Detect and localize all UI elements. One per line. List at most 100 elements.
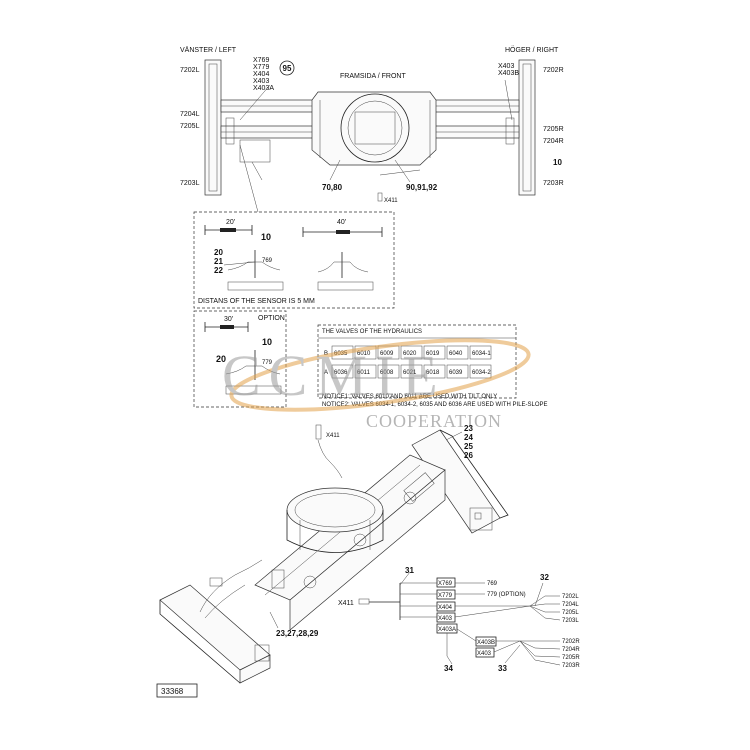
- valve-cell: [469, 364, 492, 379]
- leader-line: [534, 582, 544, 607]
- cable-harness: [204, 584, 246, 619]
- label-10: 10: [553, 158, 562, 167]
- sensor-base: [225, 385, 282, 395]
- figure-id: 33368: [161, 687, 184, 696]
- right-header: HÖGER / RIGHT: [505, 46, 559, 54]
- label-90-91-92: 90,91,92: [406, 183, 438, 192]
- out-7205l: 7205L: [562, 610, 579, 616]
- leader-line: [223, 261, 256, 266]
- connector-x403-b-label: X403: [477, 651, 492, 657]
- out-7204l: 7204L: [562, 602, 579, 608]
- x411-plug-icon: [358, 598, 370, 605]
- connector-x403b-label: X403B: [477, 640, 495, 646]
- code-x404: X404: [253, 71, 269, 78]
- right-bracket: [505, 117, 515, 145]
- valve-table-title: THE VALVES OF THE HYDRAULICS: [322, 329, 422, 335]
- crossmember-end: [469, 507, 493, 531]
- left-codes: X769 X779 X404 X403 X403A: [253, 57, 274, 92]
- stack-23: 23: [464, 424, 473, 433]
- slew-ring-inner: [294, 492, 376, 528]
- code-x769: X769: [253, 57, 269, 64]
- frame-3d-view: X411 23 24 25 26 23: [159, 424, 509, 684]
- watermark-sub: COOPERATION: [366, 411, 502, 431]
- sensor-base: [317, 281, 374, 291]
- wire: [544, 595, 561, 621]
- valve-code: 6034-1: [472, 351, 491, 357]
- option-item-20: 20: [216, 354, 226, 364]
- connector-x404: [436, 601, 456, 612]
- leader-line: [239, 84, 271, 121]
- label-70-80: 70,80: [322, 183, 343, 192]
- connector-x769-label: X769: [438, 581, 453, 587]
- label-7204r: 7204R: [543, 138, 564, 145]
- option-label: OPTION: [258, 315, 285, 322]
- option-item-10: 10: [262, 337, 272, 347]
- option-panel-frame: [193, 310, 287, 408]
- out-7204r: 7204R: [562, 647, 580, 653]
- item-22: 22: [214, 266, 223, 275]
- stack-24: 24: [464, 433, 473, 442]
- connector-x779: [436, 589, 456, 600]
- left-outer-beam: [204, 59, 222, 196]
- beam-hole: [303, 575, 317, 589]
- junction-box: [209, 577, 223, 587]
- valve-code: 6011: [357, 370, 371, 376]
- sensor-769-label: 769: [487, 581, 498, 587]
- valve-code: 6034-2: [472, 370, 491, 376]
- code-x403a: X403A: [253, 85, 274, 92]
- sensor-779-label: 779 (OPTION): [487, 592, 526, 598]
- left-outer-beam-inner: [208, 63, 218, 192]
- label-23-27-28-29: 23,27,28,29: [276, 629, 319, 638]
- label-7203l: 7203L: [180, 180, 200, 187]
- code-x403: X403: [253, 78, 269, 85]
- stack-26: 26: [464, 451, 473, 460]
- connector-x403-b: [475, 647, 495, 658]
- front-crossmember-side: [239, 654, 271, 684]
- connector-x779-label: X779: [438, 593, 453, 599]
- sensor-code-769: 769: [262, 258, 273, 264]
- item-10: 10: [261, 232, 271, 242]
- connector-column: X769 X779 X404 X403 X403A: [436, 577, 458, 634]
- leader-line: [269, 611, 279, 629]
- left-bracket: [225, 117, 235, 145]
- connector-x403-label: X403: [438, 616, 453, 622]
- stack-25: 25: [464, 442, 473, 451]
- sensor-outline: [225, 365, 281, 375]
- left-junction-box: [239, 139, 271, 163]
- sensor-distance-note: DISTANS OF THE SENSOR IS 5 MM: [198, 298, 315, 305]
- sensor-panel-frame: [193, 211, 395, 309]
- front-crossmember: [159, 584, 271, 671]
- valve-cell: [331, 364, 354, 379]
- wire: [400, 582, 437, 618]
- wire: [456, 628, 477, 642]
- junction-box: [271, 569, 285, 589]
- code-x779: X779: [253, 64, 269, 71]
- front-label: FRAMSIDA / FRONT: [340, 73, 406, 80]
- badge-circle: [279, 60, 295, 76]
- connector-x403b: [475, 636, 497, 647]
- valve-cell: [469, 345, 492, 360]
- connector-x404-label: X404: [438, 605, 453, 611]
- code-right-x403b: X403B: [498, 70, 519, 77]
- dim-20: 20': [226, 219, 235, 226]
- sensor-detail-panel: 20' 40' 10 20 21 22 769 DISTANS OF THE S…: [193, 211, 395, 309]
- x411-plug-icon: [315, 424, 322, 440]
- label-7205r: 7205R: [543, 126, 564, 133]
- code-right-x403: X403: [498, 63, 514, 70]
- option-code-779: 779: [262, 360, 273, 366]
- out-7202r: 7202R: [562, 639, 580, 645]
- bolt-hole: [474, 512, 482, 520]
- right-outer-beam-inner: [522, 63, 532, 192]
- crossmember-end: [254, 644, 270, 662]
- out-7202l: 7202L: [562, 594, 579, 600]
- label-x411-3d: X411: [326, 433, 340, 439]
- valve-code: 6039: [449, 370, 463, 376]
- valve-code: 6020: [403, 351, 417, 357]
- valve-cell: [423, 345, 446, 360]
- wiring-schematic: 31 32 34 33 X411 X769 X779 X404 X403 X40…: [338, 566, 580, 673]
- dim-30: 30': [224, 316, 233, 323]
- valve-code: 6036: [334, 370, 348, 376]
- beam-hole: [353, 533, 367, 547]
- detail-leader: [239, 144, 259, 213]
